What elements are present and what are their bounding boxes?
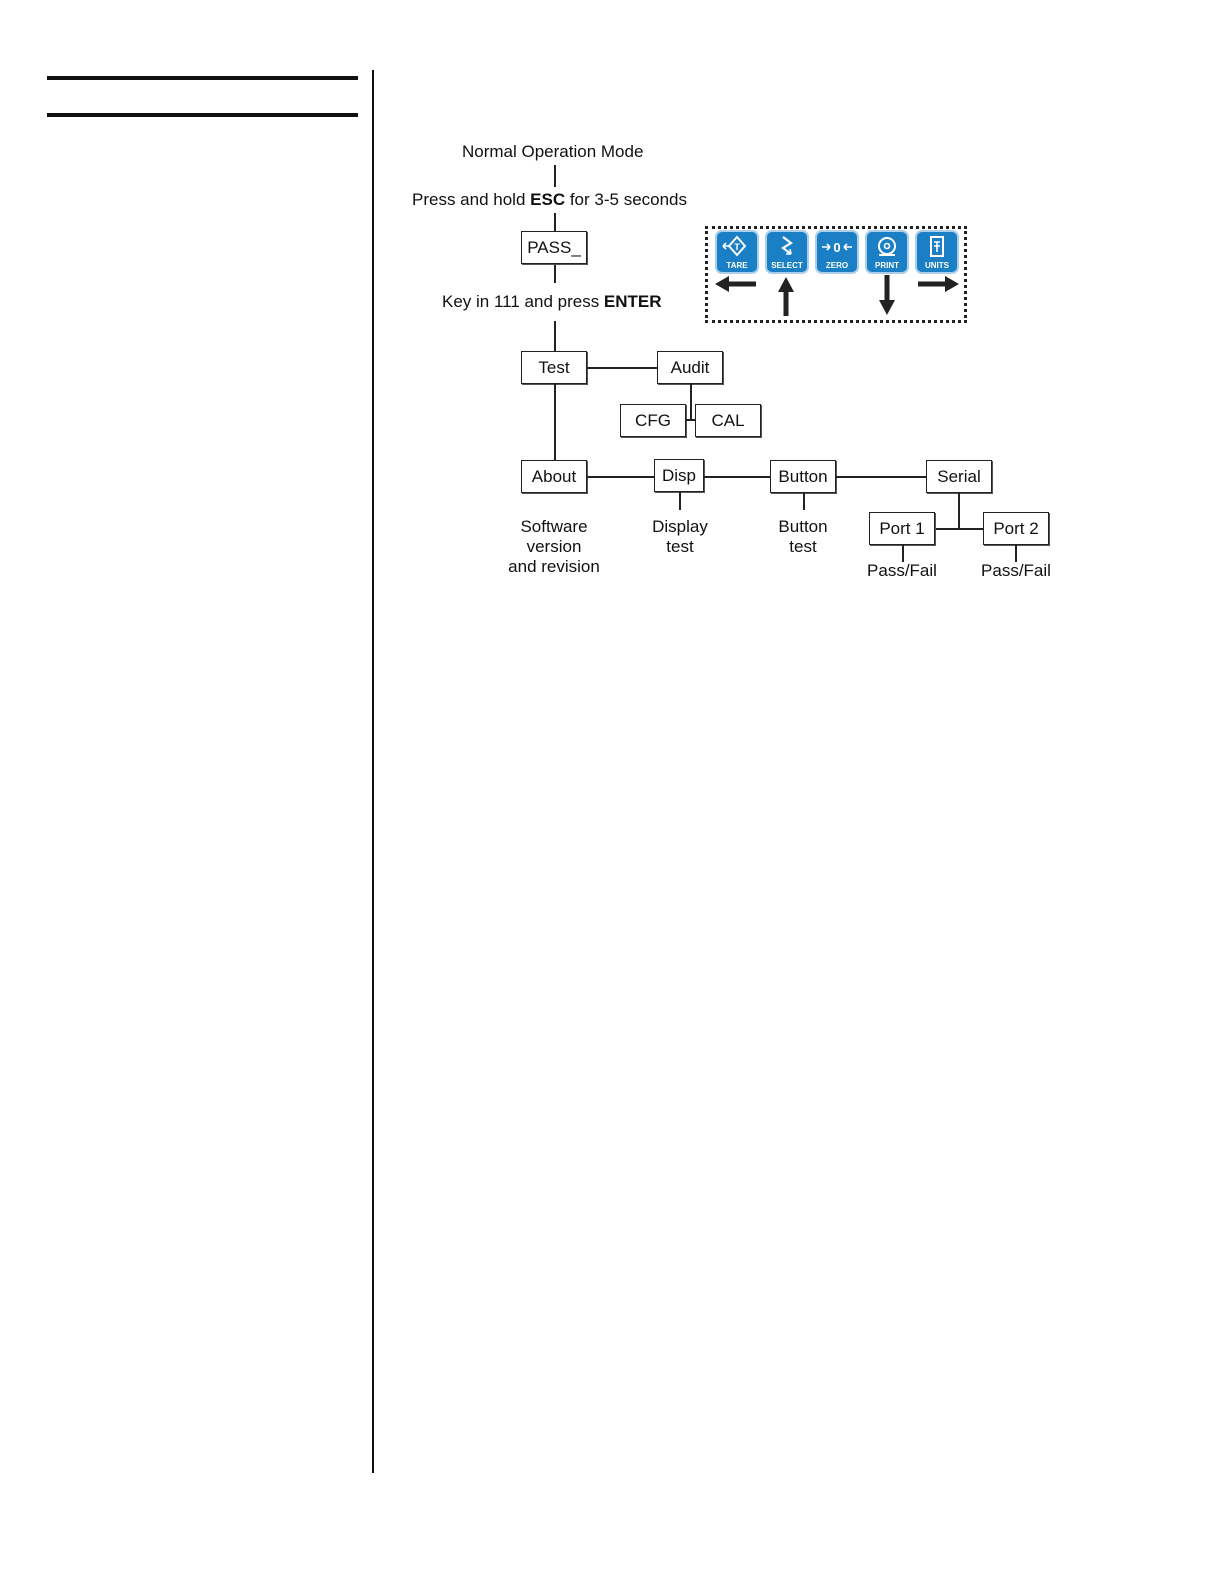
pass-box: PASS_ [521,231,587,264]
disp-caption: Display test [620,517,740,557]
connector [554,321,556,351]
header-rule-bottom [47,113,358,117]
tare-key: T TARE [717,232,757,272]
units-icon [922,235,952,261]
down-arrow-icon [877,274,897,316]
connector [690,384,692,419]
tare-key-label: TARE [726,261,747,270]
connector [704,476,770,478]
svg-text:T: T [734,242,740,252]
about-box: About [521,460,587,493]
key-in-label: Key in 111 and press ENTER [442,292,662,312]
connector [587,367,657,369]
cal-box: CAL [695,404,761,437]
connector [935,528,983,530]
select-icon [772,235,802,261]
esc-key-text: ESC [530,190,565,209]
serial-box: Serial [926,460,992,493]
connector [587,476,654,478]
connector [554,165,556,187]
port1-box: Port 1 [869,512,935,545]
connector [836,476,926,478]
connector [803,493,805,510]
connector [554,384,556,460]
page-divider [372,70,374,1473]
port2-box: Port 2 [983,512,1049,545]
connector [554,265,556,283]
zero-icon: 0 [822,235,852,261]
connector [902,545,904,562]
button-caption: Button test [743,517,863,557]
print-key: PRINT [867,232,907,272]
press-hold-label: Press and hold ESC for 3-5 seconds [412,190,687,210]
about-caption: Software version and revision [484,517,624,577]
header-rule-top [47,76,358,80]
print-key-label: PRINT [875,261,899,270]
test-box: Test [521,351,587,384]
connector [958,493,960,528]
disp-box: Disp [654,459,704,492]
select-key-label: SELECT [771,261,803,270]
port2-caption: Pass/Fail [966,561,1066,581]
zero-key-label: ZERO [826,261,848,270]
zero-key: 0 ZERO [817,232,857,272]
print-icon [872,235,902,261]
units-key: UNITS [917,232,957,272]
button-box: Button [770,460,836,493]
connector [679,492,681,510]
connector [686,419,695,421]
enter-key-text: ENTER [604,292,662,311]
connector [554,213,556,231]
tare-icon: T [722,235,752,261]
right-arrow-icon [915,274,961,294]
select-key: SELECT [767,232,807,272]
svg-text:0: 0 [833,240,840,255]
up-arrow-icon [776,276,796,318]
audit-box: Audit [657,351,723,384]
port1-caption: Pass/Fail [852,561,952,581]
units-key-label: UNITS [925,261,949,270]
connector [1015,545,1017,562]
left-arrow-icon [713,274,759,294]
normal-mode-label: Normal Operation Mode [462,142,643,162]
cfg-box: CFG [620,404,686,437]
